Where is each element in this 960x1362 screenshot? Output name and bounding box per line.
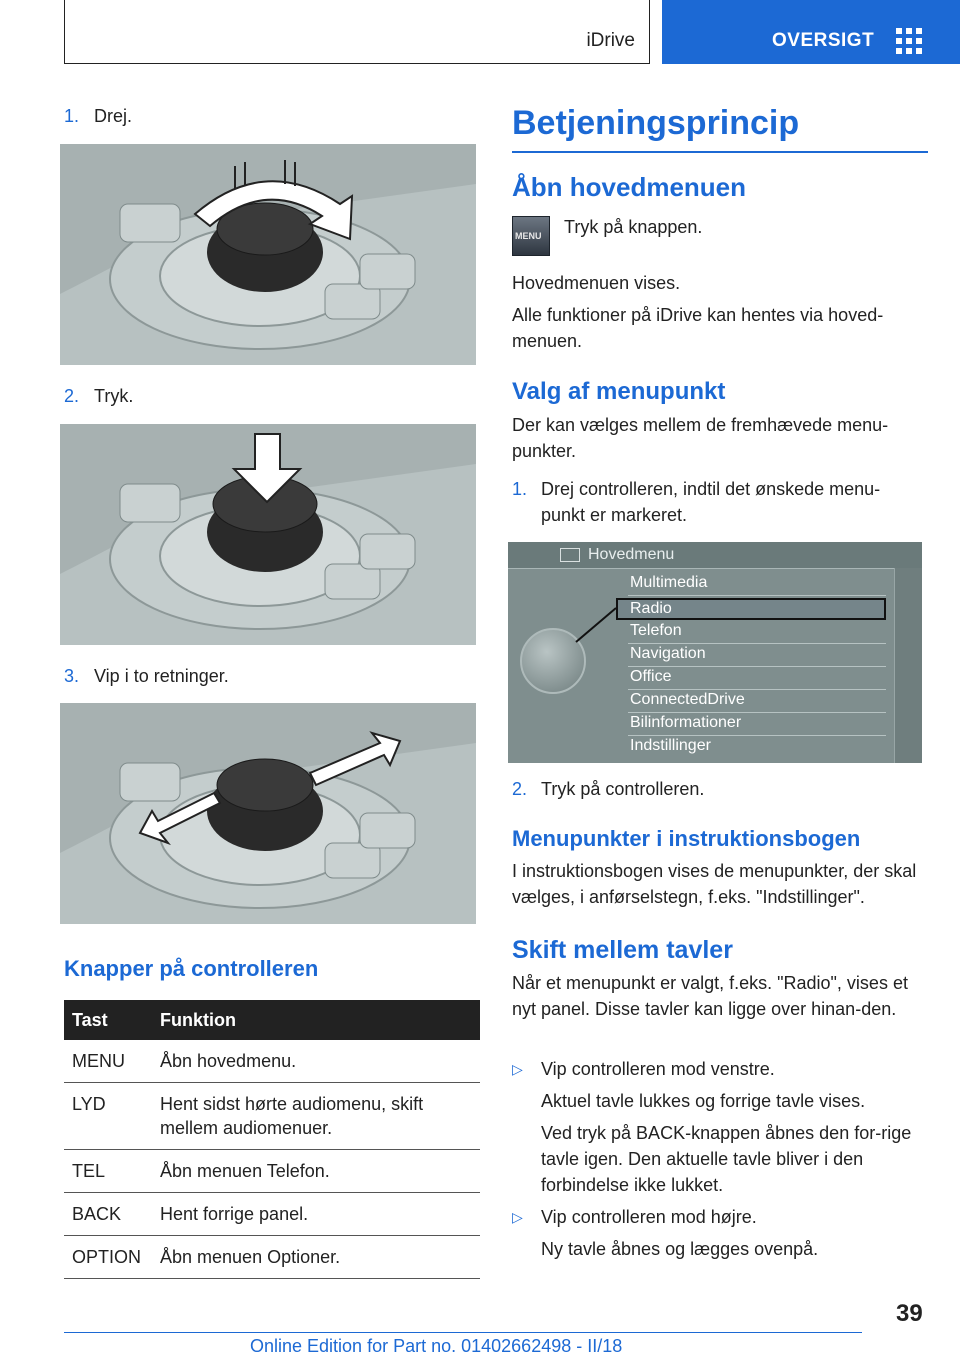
footer-edition: Online Edition for Part no. 01402662498 …: [250, 1336, 623, 1356]
table-cell-key: OPTION: [64, 1235, 152, 1279]
bullet-detail: Aktuel tavle lukkes og forrige tavle vis…: [541, 1091, 866, 1111]
screen-title: Hovedmenu: [588, 546, 675, 563]
controller-tilt-illustration: [60, 703, 476, 924]
step-text: Drej controlleren, indtil det ønskede me…: [541, 479, 881, 525]
open-menu-instruction: Tryk på knappen.: [564, 217, 703, 237]
table-cell-key: BACK: [64, 1192, 152, 1236]
bullet-text: Vip controlleren mod højre.: [541, 1207, 757, 1227]
header-section-title: OVERSIGT: [772, 30, 875, 51]
footer-divider: [64, 1332, 862, 1333]
select-step-2: 2. Tryk på controlleren.: [512, 776, 922, 802]
page-title: Betjeningsprincip: [512, 104, 928, 153]
table-row: BACK Hent forrige panel.: [64, 1192, 480, 1236]
step-number: 2.: [512, 779, 528, 799]
table-cell-function: Hent forrige panel.: [152, 1192, 480, 1236]
screen-menu-item: Navigation: [628, 645, 886, 667]
screen-menu-item: ConnectedDrive: [628, 691, 886, 713]
bullet-tilt-right: ▷ Vip controlleren mod højre. Ny tavle å…: [512, 1204, 922, 1262]
table-cell-function: Åbn menuen Optioner.: [152, 1235, 480, 1279]
list-icon: [560, 548, 580, 562]
triangle-bullet-icon: ▷: [512, 1061, 523, 1077]
menu-items-paragraph: I instruktionsbogen vises de menupunkter…: [512, 861, 917, 907]
table-cell-key: MENU: [64, 1040, 152, 1083]
screen-menu-item: Multimedia: [628, 574, 886, 596]
table-header-key: Tast: [64, 1000, 152, 1040]
triangle-bullet-icon: ▷: [512, 1209, 523, 1225]
table-cell-key: TEL: [64, 1149, 152, 1193]
controller-dial-icon: [520, 628, 586, 694]
step-number: 1.: [64, 106, 80, 126]
table-row: MENU Åbn hovedmenu.: [64, 1040, 480, 1083]
switch-panels-heading: Skift mellem tavler: [512, 936, 733, 964]
bullet-detail: Ny tavle åbnes og lægges ovenpå.: [541, 1239, 819, 1259]
screen-menu-item: Indstillinger: [630, 737, 711, 754]
bullet-text: Vip controlleren mod venstre.: [541, 1059, 775, 1079]
table-header-function: Funktion: [152, 1000, 480, 1040]
table-header-row: Tast Funktion: [64, 1000, 480, 1040]
screen-menu-item-selected: Radio: [616, 598, 886, 620]
header-chapter-box: iDrive: [64, 0, 650, 64]
bullet-tilt-left: ▷ Vip controlleren mod venstre. Aktuel t…: [512, 1056, 922, 1198]
step-text: Vip i to retninger.: [94, 666, 229, 686]
grid-menu-icon: [896, 28, 922, 54]
table-cell-function: Åbn hovedmenu.: [152, 1040, 480, 1083]
controller-press-illustration: [60, 424, 476, 645]
screen-menu-item: Bilinformationer: [628, 714, 886, 736]
idrive-main-menu-screenshot: Hovedmenu Multimedia Radio Telefon Navig…: [508, 542, 922, 763]
table-row: LYD Hent sidst hørte audiomenu, skift me…: [64, 1082, 480, 1150]
table-cell-key: LYD: [64, 1082, 152, 1150]
menu-button-label: MENU: [515, 231, 542, 241]
select-step-1: 1. Drej controlleren, indtil det ønskede…: [512, 476, 922, 528]
page-number: 39: [896, 1300, 923, 1327]
switch-panels-paragraph: Når et menupunkt er valgt, f.eks. "Radio…: [512, 973, 908, 1019]
menu-items-heading: Menupunkter i instruktionsbogen: [512, 826, 861, 851]
header-section-tab[interactable]: OVERSIGT: [662, 0, 960, 64]
table-cell-function: Hent sidst hørte audiomenu, skift mellem…: [152, 1082, 480, 1150]
screen-menu-item: Telefon: [628, 622, 886, 644]
step-text: Drej.: [94, 106, 133, 126]
controller-rotate-illustration: [60, 144, 476, 365]
screen-side-panel: [894, 568, 922, 763]
controller-buttons-table: Tast Funktion MENU Åbn hovedmenu. LYD He…: [64, 1000, 480, 1279]
screen-title-bar: Hovedmenu: [508, 542, 922, 569]
select-item-paragraph: Der kan vælges mellem de fremhævede menu…: [512, 415, 889, 461]
step-rotate: 1. Drej.: [64, 106, 132, 127]
select-item-heading: Valg af menupunkt: [512, 378, 726, 405]
step-number: 1.: [512, 479, 528, 499]
table-row: OPTION Åbn menuen Optioner.: [64, 1235, 480, 1279]
table-row: TEL Åbn menuen Telefon.: [64, 1149, 480, 1193]
step-number: 3.: [64, 666, 80, 686]
step-text: Tryk på controlleren.: [541, 779, 705, 799]
step-tilt: 3. Vip i to retninger.: [64, 666, 229, 687]
controller-buttons-heading: Knapper på controlleren: [64, 956, 319, 981]
bullet-detail: Ved tryk på BACK-knappen åbnes den for-r…: [541, 1123, 912, 1195]
screen-menu-item: Office: [628, 668, 886, 690]
step-number: 2.: [64, 386, 80, 406]
table-cell-function: Åbn menuen Telefon.: [152, 1149, 480, 1193]
pointer-line: [575, 607, 617, 643]
open-menu-paragraph-2: Alle funktioner på iDrive kan hentes via…: [512, 305, 884, 351]
step-text: Tryk.: [94, 386, 134, 406]
header-chapter-title: iDrive: [586, 30, 635, 51]
step-press: 2. Tryk.: [64, 386, 133, 407]
open-menu-paragraph-1: Hovedmenuen vises.: [512, 273, 681, 293]
menu-button-icon: MENU: [512, 216, 550, 256]
open-menu-heading: Åbn hovedmenuen: [512, 172, 747, 202]
